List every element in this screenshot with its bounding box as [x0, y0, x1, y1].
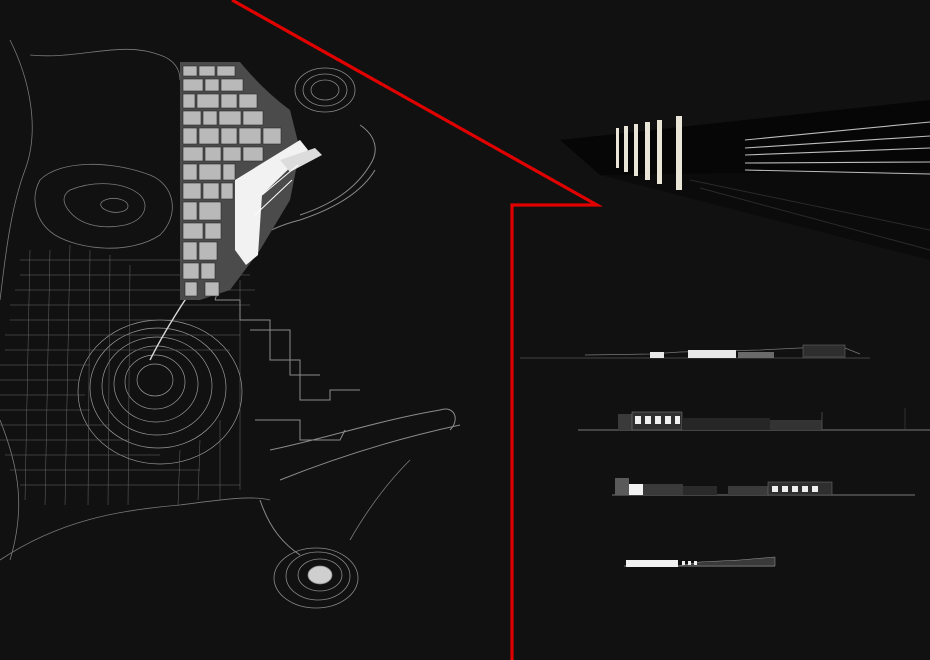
- section-4-marks: [682, 561, 697, 565]
- contour-inner: [63, 183, 146, 228]
- south-coast: [0, 497, 271, 561]
- west-coast: [0, 419, 20, 561]
- section-2-openings: [635, 416, 680, 424]
- red-frame-line: [231, 0, 604, 660]
- perspective-ground: [600, 170, 930, 260]
- site-plan: [0, 39, 461, 609]
- perspective-view: [560, 100, 930, 260]
- section-3: [612, 478, 915, 496]
- district-blocks: [182, 65, 282, 297]
- coastline: [0, 39, 33, 301]
- section-2: [578, 408, 930, 431]
- waterfront-pier: [280, 148, 322, 172]
- section-1: [520, 344, 870, 359]
- island-south: [273, 547, 359, 609]
- contour-outer: [34, 163, 173, 249]
- island-north: [294, 67, 356, 113]
- waterfront-edge: [254, 164, 299, 216]
- highlighted-district: [180, 62, 322, 300]
- coastline-2: [29, 48, 181, 81]
- section-3-openings: [772, 486, 818, 492]
- urban-fabric-west: [0, 244, 255, 506]
- perspective-light-lines: [744, 121, 930, 175]
- eastern-line: [349, 459, 411, 541]
- hill-contours: [77, 319, 243, 465]
- waterfront-intervention: [235, 140, 308, 265]
- contour-peak: [100, 198, 129, 213]
- perspective-light-columns: [616, 116, 682, 190]
- section-4: [624, 556, 776, 567]
- perspective-shadow-lines: [689, 179, 930, 251]
